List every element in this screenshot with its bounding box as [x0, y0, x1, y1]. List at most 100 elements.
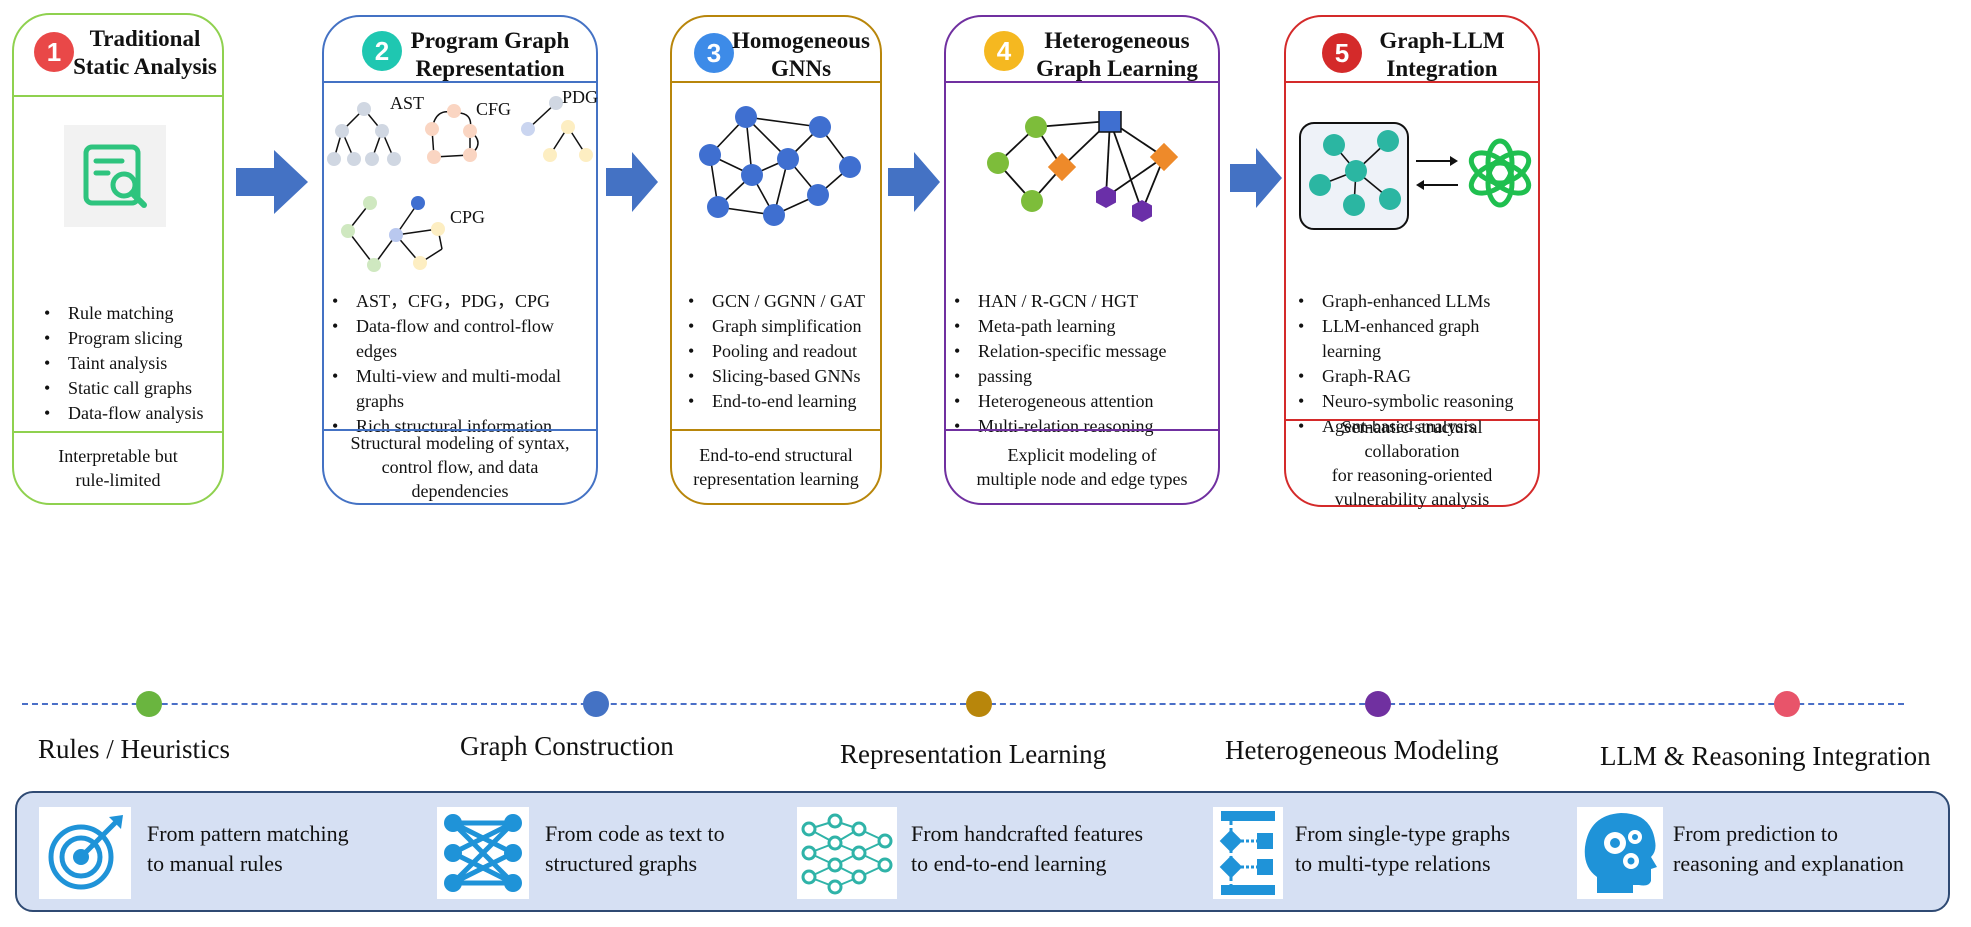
pdg-label: PDG — [562, 87, 599, 107]
timeline-dot — [136, 691, 162, 717]
stage-1-footer: Interpretable but rule-limited — [14, 431, 222, 503]
stage-3-footer: End-to-end structural representation lea… — [672, 429, 880, 503]
stage-3-card: 3 Homogeneous GNNs — [670, 15, 882, 505]
timeline-label: Heterogeneous Modeling — [1225, 735, 1499, 765]
stage-5-footer: Semantic-structural collaboration for re… — [1286, 417, 1538, 509]
stage-5-bullets: Graph-enhanced LLMs LLM-enhanced graph l… — [1294, 289, 1538, 439]
stage-2-header: 2 Program Graph Representation — [324, 17, 596, 83]
stage-3-footer-line2: representation learning — [693, 469, 859, 489]
stage-4-bullet: Relation-specific message — [950, 339, 1166, 364]
stage-5-bullet: Graph-enhanced LLMs — [1294, 289, 1538, 314]
stage-5-title: Graph-LLM Integration — [1362, 27, 1522, 83]
stage-4-card: 4 Heterogeneous Graph Learning — [944, 15, 1220, 505]
stage-4-title-line1: Heterogeneous — [1044, 28, 1190, 53]
stage-2-footer-line1: Structural modeling of syntax, — [350, 433, 570, 453]
stage-3-bullet: Pooling and readout — [684, 339, 865, 364]
stage-4-badge: 4 — [984, 31, 1024, 71]
stage-4-footer-line2: multiple node and edge types — [976, 469, 1188, 489]
stage-2-card: 2 Program Graph Representation — [322, 15, 598, 505]
stage-3-bullet: End-to-end learning — [684, 389, 865, 414]
stage-4-title: Heterogeneous Graph Learning — [1022, 27, 1212, 83]
summary-item: From pattern matching to manual rules — [39, 807, 399, 899]
stage-2-bullets: AST，CFG，PDG，CPG Data-flow and control-fl… — [328, 289, 596, 439]
stage-3-body: GCN / GGNN / GAT Graph simplification Po… — [672, 83, 880, 414]
timeline-dot — [1365, 691, 1391, 717]
flow-arrow — [1230, 148, 1282, 208]
summary-line2: to manual rules — [147, 851, 283, 876]
flow-arrow — [606, 152, 658, 212]
stage-4-bullet: passing — [950, 364, 1166, 389]
neural-network-icon — [797, 807, 897, 899]
timeline-dot — [966, 691, 992, 717]
stage-5-card: 5 Graph-LLM Integration — [1284, 15, 1540, 509]
stage-4-body: HAN / R-GCN / HGT Meta-path learning Rel… — [946, 83, 1218, 439]
summary-text: From single-type graphs to multi-type re… — [1295, 819, 1510, 879]
stage-5-footer-line2: for reasoning-oriented — [1331, 465, 1493, 485]
stage-3-footer-text: End-to-end structural representation lea… — [673, 443, 878, 491]
summary-text: From code as text to structured graphs — [545, 819, 725, 879]
stage-2-bullet: AST，CFG，PDG，CPG — [328, 289, 596, 314]
stage-1-bullet: Taint analysis — [40, 351, 203, 376]
stage-1-title-line2: Static Analysis — [73, 54, 217, 79]
stage-2-bullet: Multi-view and multi-modal graphs — [328, 364, 596, 414]
stage-5-bullet: LLM-enhanced graph learning — [1294, 314, 1538, 364]
stage-3-title-line2: GNNs — [770, 56, 832, 81]
stage-5-footer-text: Semantic-structural collaboration for re… — [1286, 415, 1538, 511]
stage-5-body: Graph-enhanced LLMs LLM-enhanced graph l… — [1286, 83, 1538, 439]
stage-5-footer-line3: vulnerability analysis — [1334, 489, 1490, 509]
stage-4-title-line2: Graph Learning — [1036, 56, 1198, 81]
summary-item: From handcrafted features to end-to-end … — [797, 807, 1197, 899]
cfg-label: CFG — [476, 99, 512, 119]
stage-2-body: AST CFG PDG CPG AST，CFG，PDG，CPG Data-flo… — [324, 83, 599, 439]
stage-3-bullet: Graph simplification — [684, 314, 865, 339]
stage-5-header: 5 Graph-LLM Integration — [1286, 17, 1538, 83]
stage-3-title: Homogeneous GNNs — [728, 27, 874, 83]
stage-1-footer-line1: Interpretable but — [58, 446, 178, 466]
summary-item: From single-type graphs to multi-type re… — [1213, 807, 1553, 899]
graph-llm-illustration — [1299, 122, 1532, 230]
summary-line1: From code as text to — [545, 821, 725, 846]
summary-line1: From pattern matching — [147, 821, 349, 846]
summary-item: From prediction to reasoning and explana… — [1577, 807, 1937, 899]
stage-2-bullet: Data-flow and control-flow edges — [328, 314, 596, 364]
summary-text: From pattern matching to manual rules — [147, 819, 349, 879]
stage-5-footer-line1: Semantic-structural collaboration — [1341, 417, 1483, 461]
timeline-label: Rules / Heuristics — [38, 734, 230, 764]
summary-line1: From prediction to — [1673, 821, 1838, 846]
timeline-dot — [1774, 691, 1800, 717]
code-search-icon — [64, 125, 166, 227]
timeline-dot — [583, 691, 609, 717]
stage-2-title-line2: Representation — [415, 56, 565, 81]
stage-2-footer: Structural modeling of syntax, control f… — [324, 429, 596, 503]
flow-arrow — [236, 150, 308, 214]
pdg-graph — [521, 96, 593, 162]
stage-2-footer-text: Structural modeling of syntax, control f… — [324, 431, 596, 503]
program-graphs-illustration — [327, 96, 593, 272]
stage-2-footer-line2: control flow, and data dependencies — [381, 457, 539, 501]
stage-2-title-line1: Program Graph — [410, 28, 570, 53]
stage-1-badge: 1 — [34, 32, 74, 72]
timeline-label: LLM & Reasoning Integration — [1600, 741, 1931, 771]
brain-gears-icon — [1577, 807, 1663, 899]
stage-1-body: Rule matching Program slicing Taint anal… — [14, 97, 222, 426]
cfg-graph — [425, 104, 479, 164]
stage-3-header: 3 Homogeneous GNNs — [672, 17, 880, 83]
stage-1-footer-line2: rule-limited — [75, 470, 161, 490]
stage-4-bullet: HAN / R-GCN / HGT — [950, 289, 1166, 314]
stage-5-badge: 5 — [1322, 33, 1362, 73]
stage-1-card: 1 Traditional Static Analysis Rule match… — [12, 13, 224, 505]
summary-line2: to multi-type relations — [1295, 851, 1491, 876]
cpg-label: CPG — [450, 207, 486, 227]
stage-4-bullets: HAN / R-GCN / HGT Meta-path learning Rel… — [950, 289, 1166, 439]
flowchart-icon — [1213, 807, 1283, 899]
stage-4-header: 4 Heterogeneous Graph Learning — [946, 17, 1218, 83]
timeline-label: Graph Construction — [460, 731, 674, 761]
stage-5-title-line2: Integration — [1386, 56, 1498, 81]
stage-3-title-line1: Homogeneous — [732, 28, 870, 53]
stage-1-title: Traditional Static Analysis — [70, 25, 220, 81]
stage-4-footer-text: Explicit modeling of multiple node and e… — [957, 443, 1208, 491]
stage-5-bullet: Neuro-symbolic reasoning — [1294, 389, 1538, 414]
openai-logo-icon — [1468, 138, 1532, 208]
heterogeneous-graph-illustration — [987, 111, 1179, 222]
